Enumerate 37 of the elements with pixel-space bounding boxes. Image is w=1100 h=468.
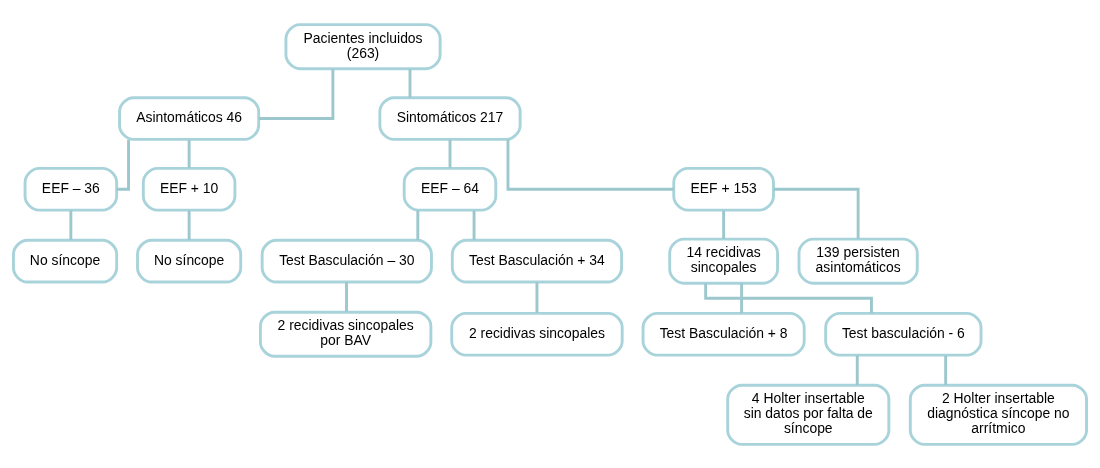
node-box: 2 recidivas sincopales por BAV — [258, 310, 433, 358]
connector — [740, 283, 744, 313]
node-box: Pacientes incluidos (263) — [284, 22, 442, 70]
node-box: 4 Holter insertable sin datos por falta de síncope — [726, 383, 891, 446]
connector — [416, 209, 420, 240]
connector — [773, 187, 860, 239]
connector — [472, 209, 476, 240]
node-box: 2 Holter insertable diagnóstica síncope no arrítmico — [908, 383, 1088, 446]
connector — [69, 209, 73, 240]
connector — [448, 139, 452, 168]
node-box: Test Basculación + 34 — [450, 238, 624, 283]
node-box: Test basculación - 6 — [824, 311, 983, 357]
connector — [345, 281, 348, 312]
connector — [187, 209, 191, 240]
connector — [408, 68, 412, 97]
node-box: 2 recidivas sincopales — [450, 311, 624, 357]
node-box: Test Basculación + 8 — [641, 311, 806, 357]
connector — [535, 281, 539, 313]
node-box: 14 recidivas sincopales — [668, 237, 779, 285]
connector — [116, 139, 130, 191]
connector — [855, 354, 859, 385]
connector — [506, 139, 674, 191]
node-box: No síncope — [12, 238, 119, 283]
node-box: No síncope — [136, 238, 243, 283]
node-box: EEF + 153 — [672, 166, 775, 212]
node-box: EEF – 36 — [23, 166, 119, 212]
node-box: Sintomáticos 217 — [378, 95, 522, 141]
connector — [187, 139, 191, 168]
connector — [722, 209, 726, 239]
connector — [258, 68, 335, 120]
node-box: Asintomáticos 46 — [118, 95, 261, 141]
connector — [944, 354, 948, 385]
node-box: 139 persisten asintomáticos — [797, 237, 919, 285]
node-box: EEF – 64 — [402, 166, 498, 212]
connector — [704, 283, 873, 313]
node-box: EEF + 10 — [141, 166, 237, 212]
node-box: Test Basculación – 30 — [260, 238, 433, 283]
